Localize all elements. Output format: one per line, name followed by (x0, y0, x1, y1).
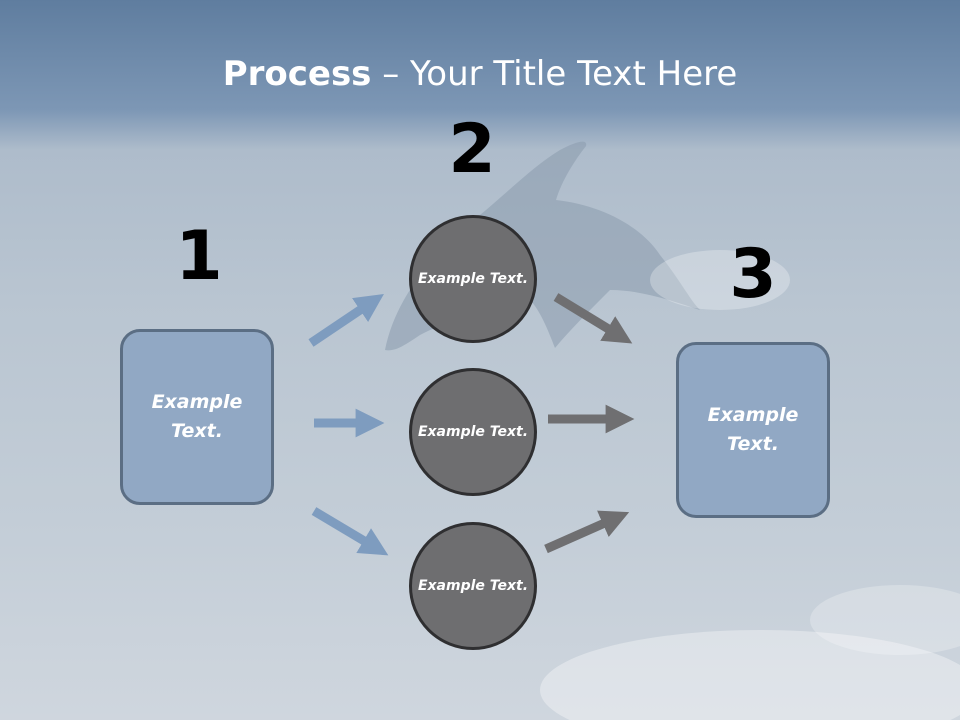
step-number-3: 3 (729, 235, 777, 314)
circle-top: Example Text. (409, 215, 537, 343)
step-3-box: Example Text. (676, 342, 830, 518)
step-number-2: 2 (448, 110, 496, 189)
step-3-text: Example Text. (707, 404, 799, 455)
foam-shape-2 (810, 585, 960, 655)
title-rest: – Your Title Text Here (371, 54, 738, 94)
circle-bottom: Example Text. (409, 522, 537, 650)
circle-middle-text: Example Text. (417, 423, 529, 440)
title-bold: Process (222, 54, 372, 94)
circle-bottom-text: Example Text. (417, 577, 529, 594)
step-1-text: Example Text. (151, 391, 243, 442)
circle-top-text: Example Text. (417, 270, 529, 287)
step-1-box: Example Text. (120, 329, 274, 505)
slide-title: Process – Your Title Text Here (0, 52, 960, 96)
splash-shape (650, 250, 790, 310)
step-number-1: 1 (175, 217, 223, 296)
foam-shape (540, 630, 960, 720)
circle-middle: Example Text. (409, 368, 537, 496)
